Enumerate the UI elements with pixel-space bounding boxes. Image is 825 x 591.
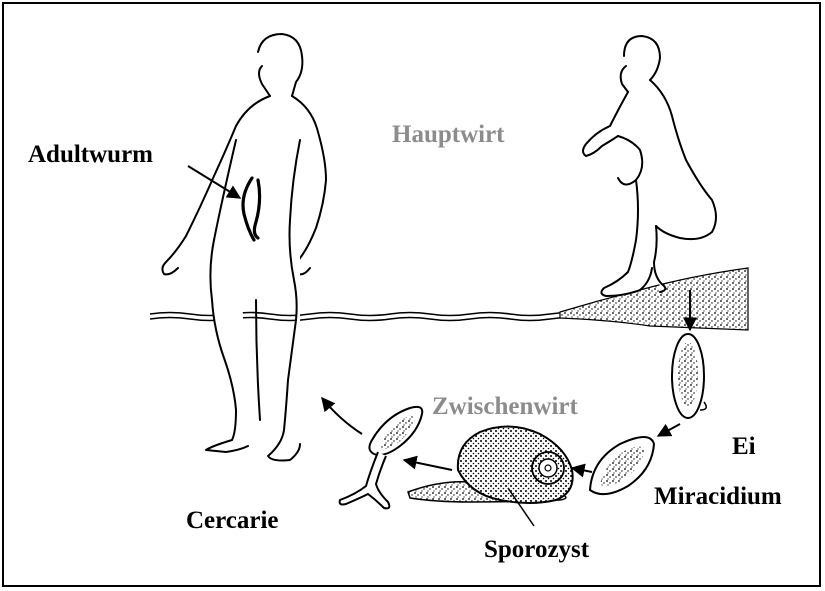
river-bank — [560, 268, 748, 330]
adult-worm — [243, 178, 260, 240]
egg-to-miracidium-arrow — [658, 424, 680, 436]
snail-to-cercaria-arrow — [404, 460, 452, 470]
label-zwischenwirt: Zwischenwirt — [432, 394, 578, 419]
miracidium-to-snail-arrow — [572, 468, 592, 472]
egg-stage — [672, 334, 706, 418]
label-miracidium: Miracidium — [654, 484, 782, 509]
cercaria-to-human-arrow — [322, 398, 362, 434]
label-adultwurm: Adultwurm — [28, 142, 153, 167]
miracidium-stage — [590, 437, 654, 494]
label-ei: Ei — [732, 434, 756, 459]
walking-human-figure — [162, 34, 326, 461]
label-cercarie: Cercarie — [186, 508, 279, 533]
snail-intermediate-host — [408, 426, 573, 503]
squatting-human-figure — [583, 36, 716, 296]
label-sporozyst: Sporozyst — [484, 537, 589, 562]
label-hauptwirt: Hauptwirt — [392, 122, 505, 147]
